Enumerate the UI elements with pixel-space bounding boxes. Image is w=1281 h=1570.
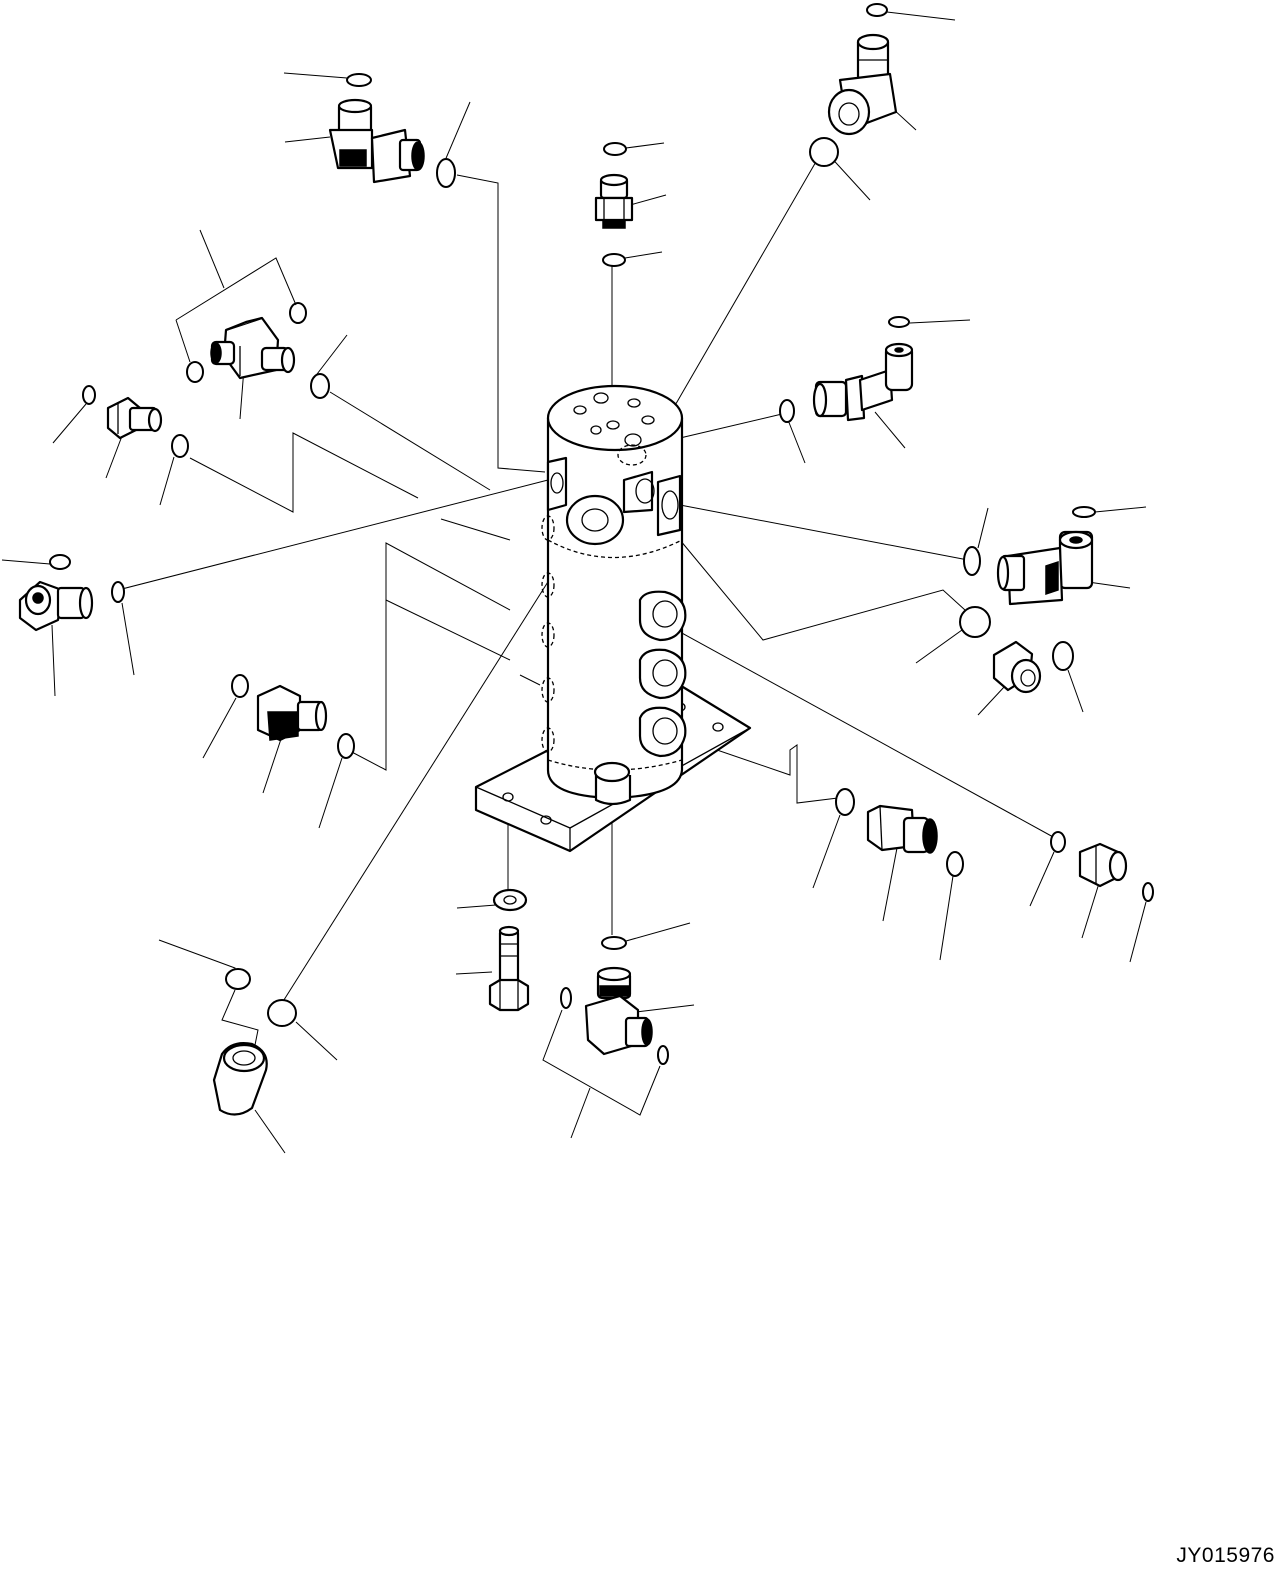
o-ring (658, 1046, 668, 1064)
o-ring (172, 435, 188, 457)
elbow-fitting-far-left (20, 582, 92, 630)
o-ring (437, 159, 455, 187)
o-ring (50, 555, 70, 569)
o-ring (338, 734, 354, 758)
o-ring (232, 675, 248, 697)
elbow-fitting-right (998, 532, 1092, 604)
cap-fitting-right (994, 642, 1040, 692)
o-ring (347, 74, 371, 86)
o-ring (112, 582, 124, 602)
o-ring (311, 374, 329, 398)
elbow-fitting-top-right (829, 35, 896, 134)
o-ring (947, 852, 963, 876)
o-ring (1073, 507, 1095, 517)
connector-top-center (596, 175, 632, 228)
o-ring (960, 607, 990, 637)
connector-right-bottom (868, 806, 937, 853)
right-port-stack (640, 592, 685, 756)
o-ring (1053, 642, 1073, 670)
tee-fitting-left (211, 318, 294, 378)
elbow-fitting-top-left (330, 100, 424, 182)
o-ring (867, 4, 887, 16)
swivel-joint-body (476, 386, 750, 851)
small-connector-far-right (1080, 844, 1126, 886)
cap-bottom-left (214, 1043, 267, 1114)
o-ring (561, 988, 571, 1008)
washer (494, 890, 526, 910)
o-ring (290, 303, 306, 323)
o-ring (268, 1000, 296, 1026)
drawing-id-label: JY015976 (1176, 1544, 1275, 1567)
o-ring (964, 547, 980, 575)
o-rings (50, 4, 1153, 1064)
o-ring (889, 317, 909, 327)
connector-left-middle (258, 686, 326, 740)
o-ring (602, 937, 626, 949)
o-ring (1143, 883, 1153, 901)
tee-fitting-bottom (586, 968, 652, 1054)
bolt (490, 927, 528, 1010)
o-ring (780, 400, 794, 422)
o-ring (83, 386, 95, 404)
o-ring (226, 969, 250, 989)
o-ring (603, 254, 625, 266)
long-elbow-fitting-right (814, 344, 912, 420)
o-ring (187, 362, 203, 382)
o-ring (810, 138, 838, 166)
straight-connector-left (108, 398, 161, 438)
o-ring (1051, 832, 1065, 852)
callout-leaders (2, 12, 1146, 1153)
o-ring (836, 789, 854, 815)
o-ring (604, 143, 626, 155)
